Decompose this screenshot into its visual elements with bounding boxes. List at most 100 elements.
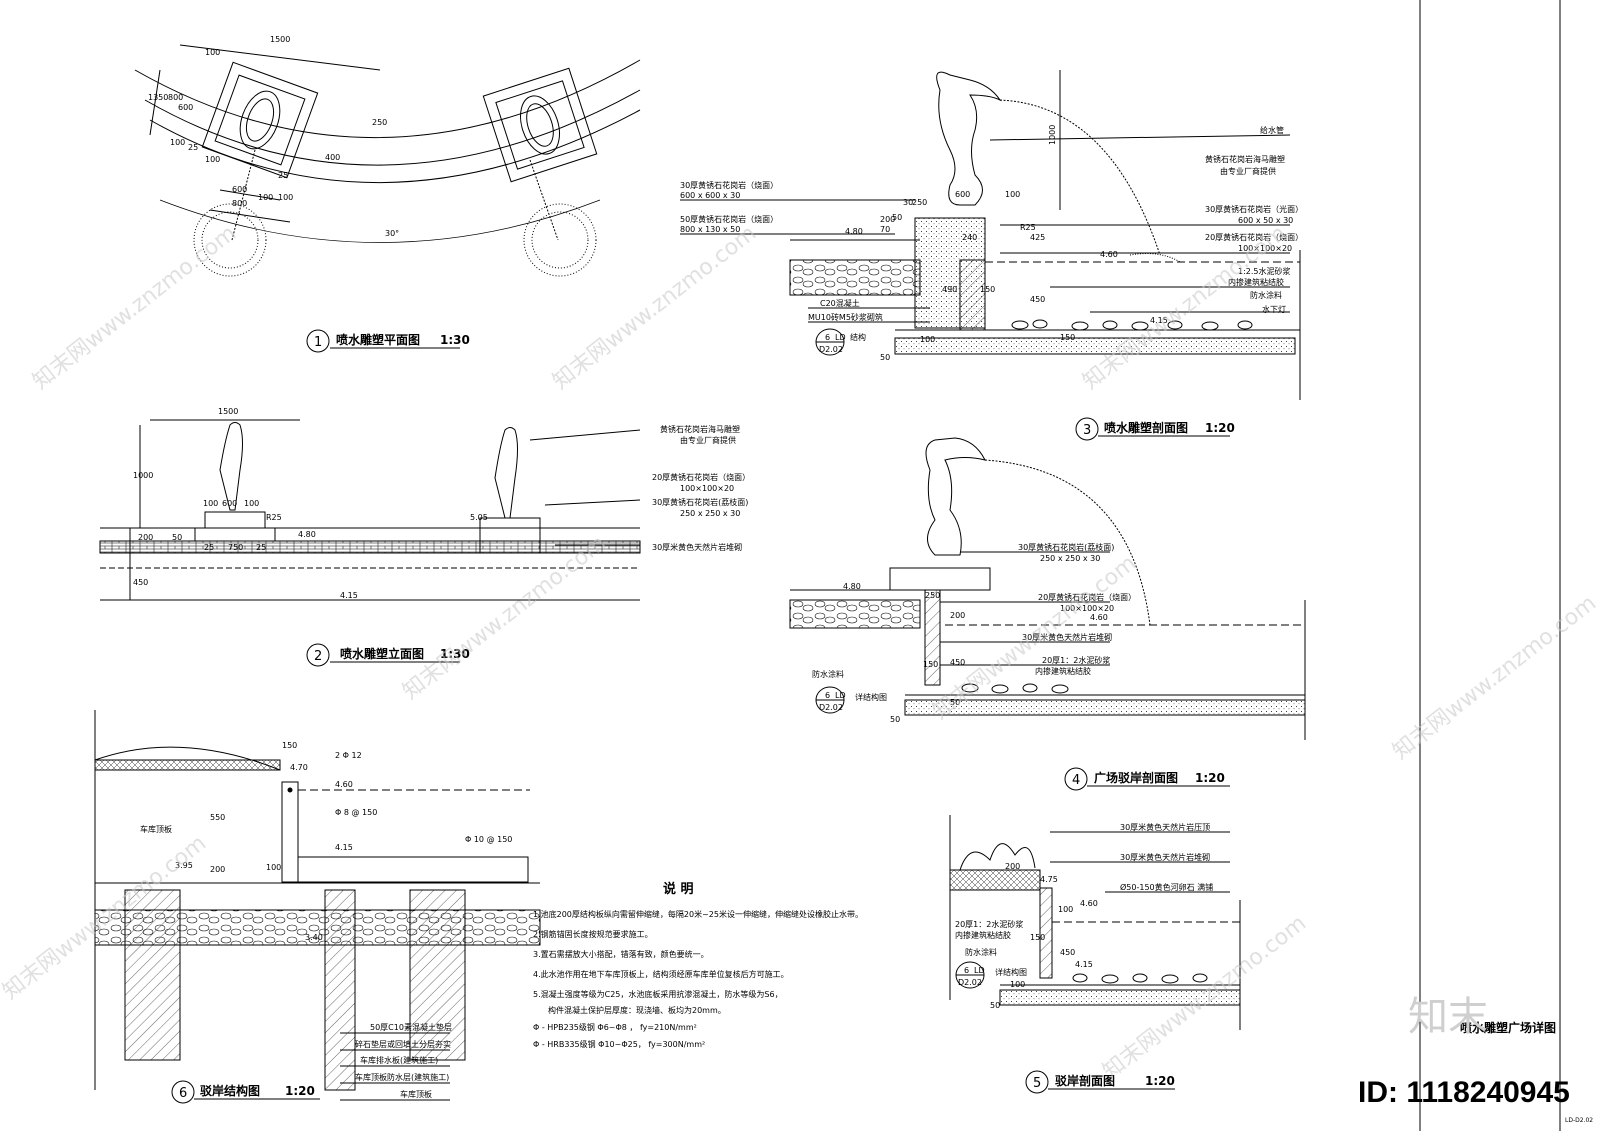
drawing-number: 5 [1033, 1076, 1041, 1091]
dim-text: 1350 [148, 93, 168, 102]
drawing-number: 2 [314, 649, 322, 664]
dim-text: 50 [172, 533, 182, 542]
dim-text: 100 [266, 863, 281, 872]
dim-text: 200 [880, 215, 895, 224]
note-line: 3.置石需摆放大小搭配，错落有致，颜色要统一。 [533, 949, 709, 959]
callout-label: 800 x 130 x 50 [680, 225, 740, 234]
callout-label: 车库顶板 [400, 1089, 432, 1099]
dim-text: 450 [1060, 948, 1075, 957]
brand-logo: 知末 [1408, 994, 1488, 1040]
callout-label: 由专业厂商提供 [1220, 166, 1276, 176]
dim-text: 5.05 [470, 513, 488, 522]
dim-text: 25 [204, 543, 214, 552]
dim-text: 1000 [1048, 125, 1057, 145]
callout-label: 30厚米黄色天然片岩堆砌 [1120, 852, 1210, 862]
dim-text: 50 [892, 213, 902, 222]
drawing-6-structure [95, 710, 540, 1090]
dim-text: 250 [925, 591, 940, 600]
dim-text: 100 [205, 155, 220, 164]
dim-text: 4.15 [1075, 960, 1093, 969]
dim-text: 4.60 [1100, 250, 1118, 259]
drawing-1-plan [135, 45, 640, 276]
watermark-text: 知末网www.znzmo.com [28, 221, 241, 395]
note-line: 4.此水池作用在地下车库顶板上，结构须经原车库单位复核后方可施工。 [533, 969, 789, 979]
dim-text: 4.80 [845, 227, 863, 236]
dim-text: 200 [950, 611, 965, 620]
callout-label: 内掺建筑粘结胶 [1228, 277, 1284, 287]
callout-label: 详结构图 [855, 692, 887, 702]
dim-text: 25 [256, 543, 266, 552]
dim-text: 70 [880, 225, 890, 234]
callout-label: 20厚1：2水泥砂浆 [955, 919, 1023, 929]
callout-label: 20厚1：2水泥砂浆 [1042, 655, 1110, 665]
dim-text: 3.95 [175, 861, 193, 870]
note-line: Φ - HRB335级钢 Φ10~Φ25， fy=300N/mm² [533, 1039, 705, 1049]
callout-label: 由专业厂商提供 [680, 435, 736, 445]
dim-text: 100 [203, 499, 218, 508]
dim-text: 150 [282, 741, 297, 750]
ref-tag: D2.02 [819, 345, 843, 354]
ref-tag: LD [835, 333, 846, 342]
drawing-3-title: 3 喷水雕塑剖面图 1:20 [1076, 418, 1235, 440]
callout-label: 防水涂料 [1250, 290, 1282, 300]
drawing-3-labels: 30厚黄锈石花岗岩（烧面） 600 x 600 x 30 50厚黄锈石花岗岩（烧… [680, 125, 1303, 355]
callout-label: 100×100×20 [1238, 244, 1292, 253]
drawing-scale: 1:20 [1195, 771, 1225, 785]
callout-label: 黄锈石花岗岩海马雕塑 [660, 424, 740, 434]
callout-label: 600 x 600 x 30 [680, 191, 740, 200]
dim-text: 750 [228, 543, 243, 552]
dim-text: 200 [1005, 862, 1020, 871]
id-stamp: ID: 1118240945 [1358, 1076, 1570, 1109]
dim-text: 100 [920, 335, 935, 344]
sheet-title: 喷水雕塑广场详图 [1460, 1020, 1556, 1035]
callout-label: 30厚黄锈石花岗岩（光面） [1205, 204, 1303, 214]
drawing-scale: 1:20 [285, 1084, 315, 1098]
dim-text: 100 [1058, 905, 1073, 914]
drawing-title: 驳岸剖面图 [1055, 1073, 1115, 1088]
dim-text: 450 [1030, 295, 1045, 304]
watermark-text: 知末网www.znzmo.com [548, 221, 761, 395]
dim-text: 600 [178, 103, 193, 112]
dim-text: 1500 [270, 35, 290, 44]
drawing-3-section [790, 70, 1300, 400]
drawing-title: 喷水雕塑立面图 [340, 646, 424, 661]
dim-text: 100 [278, 193, 293, 202]
callout-label: 30厚米黄色天然片岩堆砌 [1022, 632, 1112, 642]
dim-text: 250 [372, 118, 387, 127]
dim-text: R25 [266, 513, 282, 522]
callout-label: 20厚黄锈石花岗岩（烧面） [1038, 592, 1136, 602]
dim-text: 490 [942, 285, 957, 294]
dim-text: 150 [1030, 933, 1045, 942]
callout-label: 100×100×20 [680, 484, 734, 493]
callout-label: C20混凝土 [820, 298, 860, 308]
drawing-title: 喷水雕塑剖面图 [1104, 420, 1188, 435]
dim-text: 100 [244, 499, 259, 508]
dim-text: 600 [232, 185, 247, 194]
ref-tag: 6 [825, 333, 830, 342]
dim-text: 200 [138, 533, 153, 542]
dim-text: 50 [950, 698, 960, 707]
callout-label: 防水涂料 [812, 669, 844, 679]
drawing-3-dims: 1000 600 100 R25 30 250 50 70 200 240 49… [845, 125, 1168, 362]
drawing-5-section [950, 815, 1240, 1030]
callout-label: 防水涂料 [965, 947, 997, 957]
watermark-text: 知末网www.znzmo.com [1078, 221, 1291, 395]
dim-text: 100 [1005, 190, 1020, 199]
dim-text: 450 [133, 578, 148, 587]
dim-text: 4.60 [1080, 899, 1098, 908]
drawing-number: 3 [1083, 423, 1091, 438]
drawing-4-title: 4 广场驳岸剖面图 1:20 [1065, 768, 1230, 790]
callout-label: 20厚黄锈石花岗岩（烧面） [1205, 232, 1303, 242]
drawing-2-text: 1500 1000 100 600 100 R25 200 50 25 750 … [133, 407, 750, 600]
dim-text: 4.60 [335, 780, 353, 789]
callout-label: 250 x 250 x 30 [1040, 554, 1100, 563]
dim-text: 100 [258, 193, 273, 202]
dim-text: 150 [923, 660, 938, 669]
dim-text: 150 [980, 285, 995, 294]
drawing-6-text: 150 550 200 100 4.70 4.60 4.15 3.95 3.40… [140, 741, 512, 1100]
callout-label: 30厚黄锈石花岗岩(荔枝面) [1018, 542, 1114, 552]
drawing-scale: 1:30 [440, 333, 470, 347]
dim-text: 4.60 [1090, 613, 1108, 622]
dim-text: 3.40 [305, 933, 323, 942]
dim-text: 4.80 [298, 530, 316, 539]
